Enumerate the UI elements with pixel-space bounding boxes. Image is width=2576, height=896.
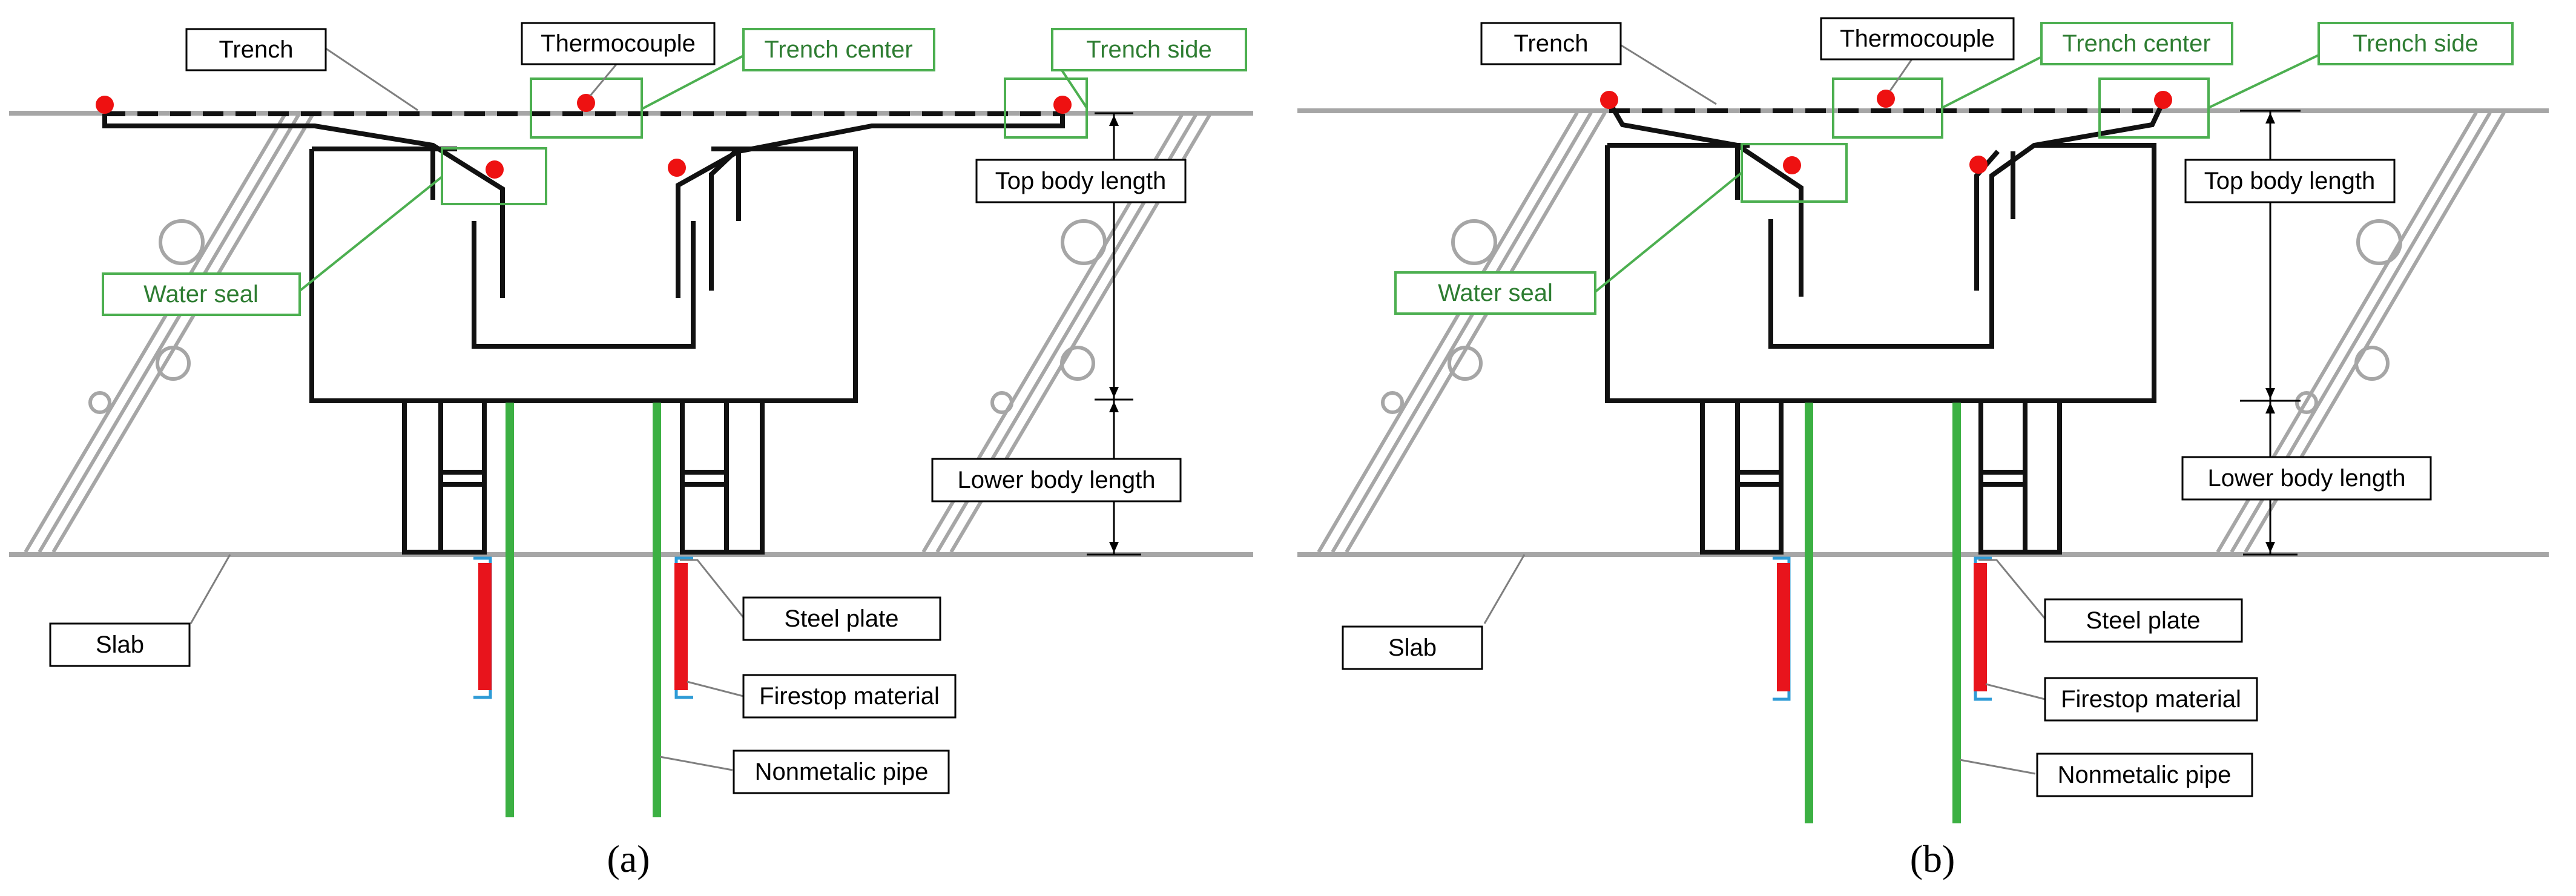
slab-hatch-left [1317, 111, 1607, 553]
trench-side-leader [2208, 53, 2321, 109]
panel-caption: (b) [1910, 837, 1955, 880]
svg-text:Top body length: Top body length [995, 168, 1166, 194]
svg-text:Steel plate: Steel plate [2086, 607, 2200, 634]
trench-side-zone [1004, 77, 1088, 139]
trench-leader [1621, 44, 1717, 105]
svg-text:Steel plate: Steel plate [784, 605, 898, 632]
steel-plate-leader [680, 559, 745, 618]
label-nonmetalic-pipe: Nonmetalic pipe [2036, 753, 2253, 797]
label-nonmetalic-pipe: Nonmetalic pipe [733, 749, 950, 794]
firestop-leader [1985, 683, 2046, 700]
drain-body [102, 114, 1065, 555]
firestop-left [1777, 563, 1790, 691]
svg-text:Water seal: Water seal [1438, 280, 1553, 306]
slab-hatch-left [24, 114, 314, 553]
label-lower-body-length: Lower body length [2181, 456, 2432, 501]
firestop-right [1974, 563, 1987, 691]
label-steel-plate: Steel plate [2044, 598, 2243, 643]
trench-leader [325, 47, 418, 111]
thermocouple-point [1783, 156, 1801, 174]
firestop-right [674, 563, 688, 690]
water-seal-leader [297, 176, 443, 293]
trench-center-zone [1832, 77, 1943, 139]
label-top-body-length: Top body length [975, 159, 1187, 203]
steel-plate-leader [1978, 559, 2046, 619]
thermocouple-point [96, 96, 114, 114]
thermocouple-point [486, 160, 504, 179]
label-trench: Trench [185, 28, 327, 71]
label-slab: Slab [49, 622, 191, 667]
firestop-left [478, 563, 492, 690]
trench-center-leader [641, 54, 744, 110]
thermocouple-point [2154, 91, 2172, 109]
firestop-leader [687, 680, 744, 697]
svg-text:Trench: Trench [219, 36, 293, 63]
thermocouple-leader [589, 59, 622, 96]
thermocouple-point [1877, 90, 1895, 108]
label-trench: Trench [1480, 22, 1622, 65]
thermocouple-point [1969, 156, 1988, 174]
svg-text:Nonmetalic pipe: Nonmetalic pipe [2058, 762, 2232, 788]
svg-text:Trench side: Trench side [2353, 30, 2479, 57]
label-firestop-material: Firestop material [2044, 677, 2258, 722]
label-trench-center: Trench center [2040, 22, 2233, 65]
svg-text:Nonmetalic pipe: Nonmetalic pipe [755, 759, 929, 785]
label-top-body-length: Top body length [2184, 159, 2396, 203]
panel-caption: (a) [607, 837, 650, 880]
label-trench-side: Trench side [2317, 22, 2514, 65]
thermocouple-point [668, 159, 686, 177]
label-thermocouple: Thermocouple [1820, 17, 2015, 61]
drain-body [1605, 100, 2166, 555]
svg-text:Lower body length: Lower body length [958, 467, 1156, 493]
panel-b: Trench Thermocouple Trench center Trench… [1297, 17, 2549, 880]
svg-text:Thermocouple: Thermocouple [541, 30, 696, 57]
svg-text:Top body length: Top body length [2204, 168, 2375, 194]
svg-text:Firestop material: Firestop material [2061, 686, 2241, 713]
water-seal-leader [1594, 171, 1743, 293]
label-water-seal: Water seal [1394, 271, 1596, 315]
pipe-leader [1959, 759, 2036, 775]
svg-text:Trench side: Trench side [1086, 36, 1212, 63]
svg-text:Lower body length: Lower body length [2208, 465, 2406, 492]
thermocouple-point [1600, 91, 1618, 109]
svg-text:Firestop material: Firestop material [759, 683, 940, 710]
panel-a: Trench Thermocouple Trench center Trench… [9, 22, 1253, 880]
slab-leader [189, 554, 231, 624]
trench-side-zone [2098, 77, 2210, 139]
thermocouple-point [1053, 96, 1072, 114]
svg-text:Slab: Slab [96, 631, 144, 658]
svg-text:Thermocouple: Thermocouple [1840, 25, 1995, 52]
svg-text:Trench: Trench [1514, 30, 1588, 57]
slab-leader [1483, 554, 1526, 624]
svg-text:Trench center: Trench center [2062, 30, 2210, 57]
thermocouple-leader [1889, 57, 1914, 91]
label-firestop-material: Firestop material [742, 674, 957, 719]
label-trench-side: Trench side [1051, 28, 1247, 71]
svg-text:Slab: Slab [1388, 634, 1437, 661]
water-seal-zone [441, 147, 547, 205]
svg-text:Trench center: Trench center [764, 36, 912, 63]
label-water-seal: Water seal [102, 272, 301, 316]
pipe-leader [659, 756, 733, 771]
label-steel-plate: Steel plate [742, 596, 941, 641]
label-lower-body-length: Lower body length [931, 458, 1182, 502]
label-slab: Slab [1342, 625, 1483, 670]
svg-text:Water seal: Water seal [143, 281, 259, 308]
thermocouple-point [577, 94, 595, 112]
trench-center-leader [1942, 56, 2041, 109]
label-trench-center: Trench center [742, 28, 935, 71]
label-thermocouple: Thermocouple [521, 22, 716, 65]
